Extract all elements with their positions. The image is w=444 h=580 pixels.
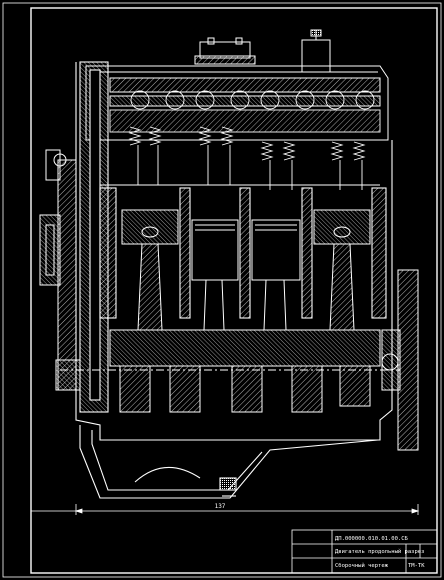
crankshaft — [60, 329, 400, 413]
connecting-rods — [137, 243, 355, 331]
dimension-label: 137 — [215, 503, 226, 510]
oil-pan — [79, 425, 379, 499]
title-block-subtitle: Сборочный чертеж — [335, 562, 389, 569]
cylinder-head — [85, 29, 389, 141]
cylinder-block — [75, 61, 393, 441]
title-block-title: Двигатель продольный разрез — [335, 549, 424, 555]
flywheel — [381, 269, 419, 451]
pistons — [121, 209, 371, 281]
title-block-org: ТМ-ТК — [408, 563, 425, 569]
title-block — [291, 529, 438, 574]
inner-frame — [30, 7, 438, 574]
front-pulley — [39, 149, 81, 391]
title-block-doc-number: ДП.000000.010.01.00.СБ — [335, 536, 409, 542]
overall-dimension — [31, 504, 420, 515]
valve-train — [128, 90, 375, 190]
